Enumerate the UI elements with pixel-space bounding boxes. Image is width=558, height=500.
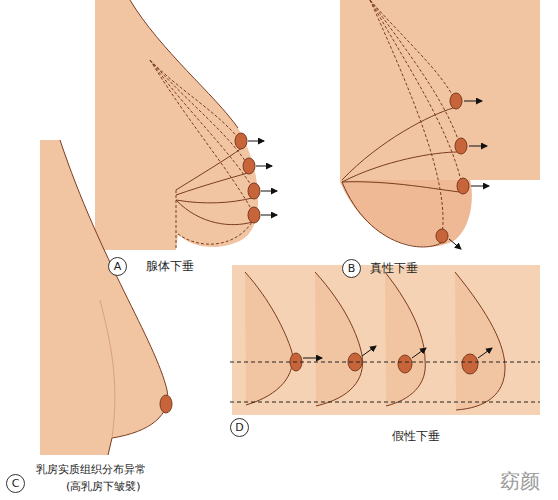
panel-letter: D	[235, 421, 243, 434]
panel-letter-circle: A	[108, 257, 127, 276]
caption: 腺体下垂	[146, 258, 194, 275]
panel-c	[40, 140, 172, 455]
caption: 真性下垂	[370, 260, 418, 277]
watermark: 窈颜	[500, 468, 540, 495]
panel-letter-circle: C	[6, 474, 25, 493]
panel-b	[340, 0, 540, 249]
panel-a	[95, 0, 277, 250]
caption: (高乳房下皱襞)	[66, 479, 141, 494]
caption: 假性下垂	[392, 428, 440, 445]
caption: 乳房实质组织分布异常	[36, 462, 146, 477]
panel-letter: A	[114, 260, 122, 273]
panel-letter-circle: B	[342, 259, 361, 278]
panel-letter-circle: D	[230, 418, 249, 437]
panel-letter: B	[348, 262, 356, 275]
panel-letter: C	[12, 477, 20, 490]
panel-d	[230, 265, 540, 415]
